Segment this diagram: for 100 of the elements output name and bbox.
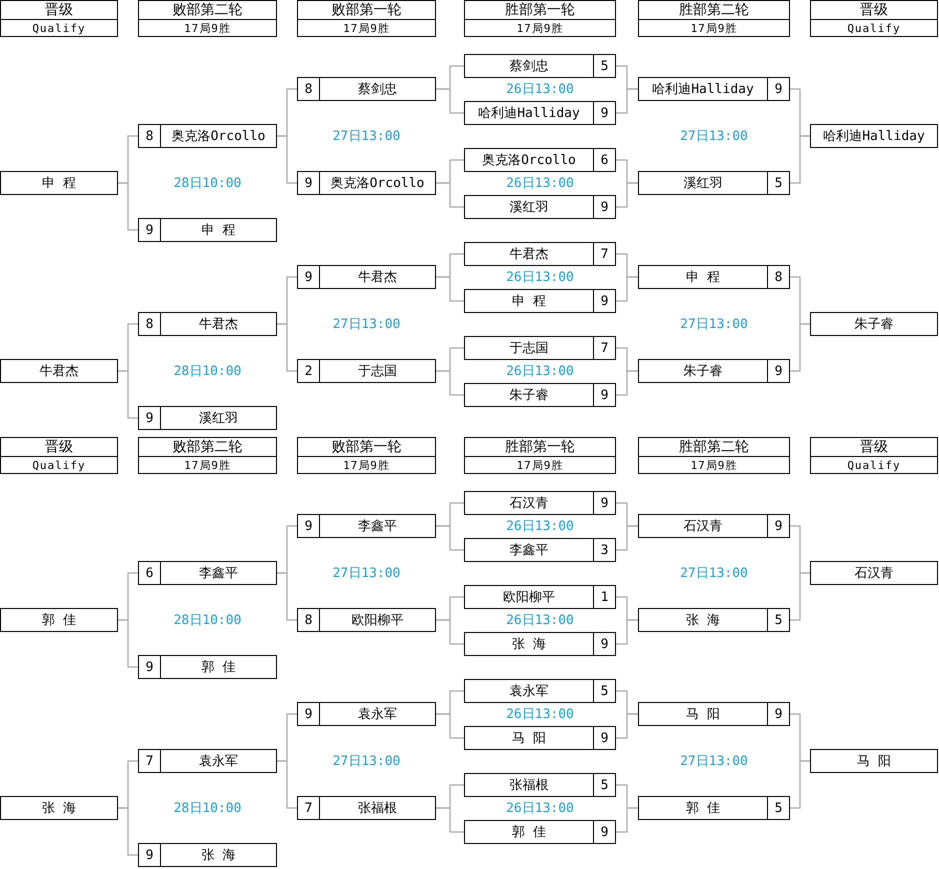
player-slot	[297, 77, 436, 101]
player-name: 牛君杰	[38, 363, 80, 381]
round-title: 晋级	[1, 438, 117, 457]
match-time: 28日10:00	[174, 363, 242, 380]
player-name: 奥克洛Orcollo	[170, 128, 266, 146]
player-slot	[464, 289, 616, 313]
player-slot	[638, 796, 790, 820]
player-score: 9	[298, 703, 320, 725]
player-slot	[464, 679, 616, 703]
player-slot	[638, 514, 790, 538]
player-score: 1	[593, 586, 615, 608]
match-time: 26日13:00	[506, 800, 574, 817]
round-header	[138, 0, 277, 37]
round-title: 败部第二轮	[139, 438, 276, 457]
player-slot	[464, 538, 616, 562]
bracket-line	[118, 807, 138, 856]
player-score: 9	[298, 172, 320, 194]
bracket-line	[616, 276, 638, 302]
player-slot	[638, 359, 790, 383]
qualified-slot	[810, 312, 938, 336]
player-name: 哈利迪Halliday	[822, 128, 926, 146]
player-name: 牛君杰	[198, 316, 239, 334]
match-time: 26日13:00	[506, 81, 574, 98]
round-header	[810, 0, 938, 37]
player-score: 9	[767, 78, 789, 100]
player-name: 石汉青	[682, 518, 724, 536]
qualified-slot	[0, 608, 118, 632]
bracket-line	[436, 182, 464, 208]
player-score: 9	[593, 821, 615, 843]
player-slot	[138, 124, 277, 148]
bracket-line	[436, 276, 464, 302]
round-title: 胜部第二轮	[639, 438, 789, 457]
player-slot	[138, 843, 277, 867]
player-score: 9	[593, 102, 615, 124]
player-slot	[464, 101, 616, 125]
player-slot	[638, 265, 790, 289]
bracket-line	[616, 88, 638, 114]
round-header	[297, 437, 436, 474]
player-name: 蔡剑忠	[508, 58, 550, 76]
player-slot	[138, 406, 277, 430]
match-time: 27日13:00	[332, 128, 400, 145]
bracket-line	[616, 182, 638, 208]
player-name: 申 程	[200, 222, 236, 240]
player-score: 8	[139, 125, 161, 147]
match-format: 17局9胜	[690, 21, 738, 37]
player-slot	[464, 54, 616, 78]
round-header	[138, 437, 277, 474]
player-score: 5	[593, 774, 615, 796]
qualified-slot	[0, 359, 118, 383]
player-score: 9	[767, 515, 789, 537]
player-slot	[464, 726, 616, 750]
player-slot	[297, 514, 436, 538]
round-title: 败部第一轮	[298, 438, 435, 457]
qualified-slot	[810, 749, 938, 773]
player-score: 8	[298, 609, 320, 631]
player-name: 溪红羽	[198, 410, 239, 428]
player-name: 于志国	[357, 363, 398, 381]
player-name: 牛君杰	[508, 246, 550, 264]
bracket-line	[616, 619, 638, 645]
player-slot	[138, 749, 277, 773]
player-score: 6	[593, 149, 615, 171]
player-slot	[464, 820, 616, 844]
player-name: 申 程	[511, 293, 547, 311]
round-title: 胜部第一轮	[465, 1, 615, 20]
player-slot	[297, 796, 436, 820]
bracket-line	[118, 370, 138, 419]
round-header	[638, 0, 790, 37]
player-name: 李鑫平	[198, 565, 239, 583]
player-name: 李鑫平	[508, 542, 550, 560]
round-header	[0, 437, 118, 474]
player-name: 马 阳	[856, 753, 892, 771]
player-name: 申 程	[685, 269, 721, 287]
player-name: 溪红羽	[508, 199, 550, 217]
player-slot	[464, 585, 616, 609]
round-title: 胜部第二轮	[639, 1, 789, 20]
match-format: 17局9胜	[516, 21, 564, 37]
player-score: 8	[767, 266, 789, 288]
match-format: 17局9胜	[516, 458, 564, 474]
bracket-line	[436, 619, 464, 645]
player-score: 9	[139, 656, 161, 678]
bracket-line	[616, 525, 638, 551]
player-name: 马 阳	[685, 706, 721, 724]
match-format: 17局9胜	[183, 21, 232, 37]
player-slot	[464, 242, 616, 266]
player-name: 袁永军	[357, 706, 398, 724]
round-title: 败部第二轮	[139, 1, 276, 20]
player-score: 9	[593, 196, 615, 218]
player-slot	[138, 561, 277, 585]
player-name: 欧阳柳平	[350, 612, 404, 630]
match-time: 27日13:00	[680, 128, 748, 145]
player-name: 奥克洛Orcollo	[481, 152, 577, 170]
match-time: 27日13:00	[680, 316, 748, 333]
player-slot	[138, 312, 277, 336]
match-time: 27日13:00	[332, 316, 400, 333]
player-score: 5	[767, 609, 789, 631]
player-name: 张 海	[685, 612, 721, 630]
player-score: 8	[298, 78, 320, 100]
player-score: 3	[593, 539, 615, 561]
player-score: 5	[767, 797, 789, 819]
round-header	[464, 0, 616, 37]
